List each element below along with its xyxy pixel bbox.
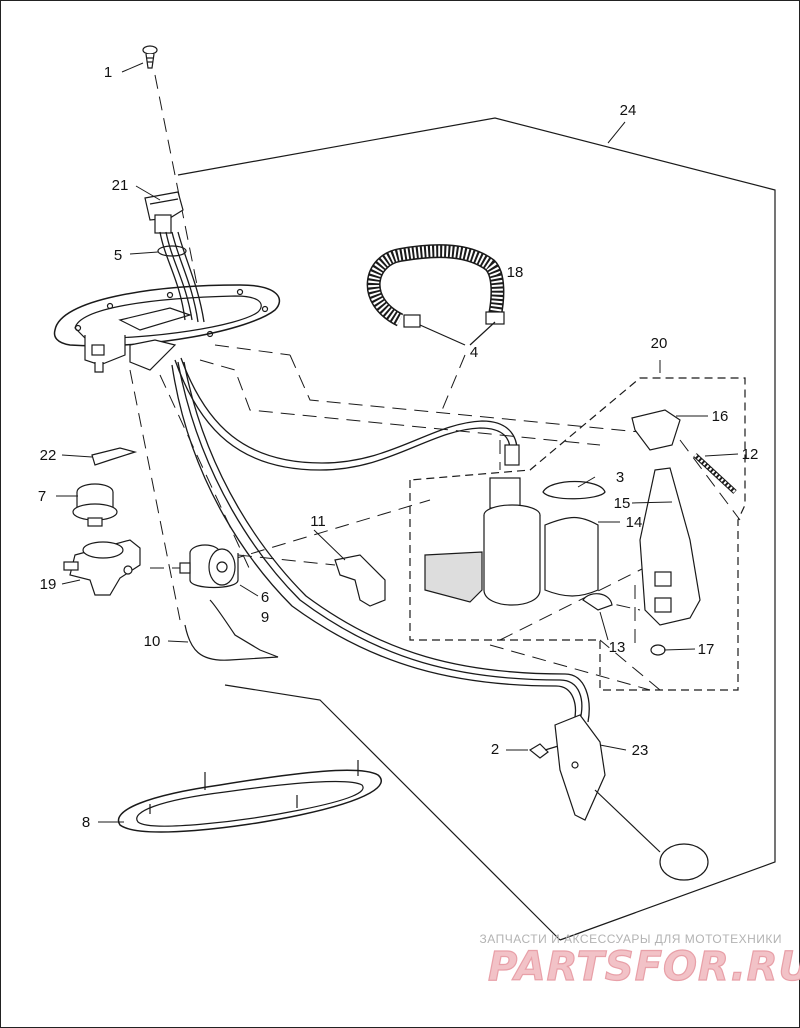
part-17-nut (650, 644, 666, 656)
part-23-fuel-sender (554, 714, 709, 881)
group-20-box (409, 377, 746, 691)
callout-5: 5 (114, 247, 122, 264)
part-22-clip (91, 447, 138, 466)
part-13-float-arm (582, 593, 613, 611)
part-14-sleeve (544, 516, 599, 597)
part-1-screw (142, 45, 158, 69)
part-16-connector (631, 409, 681, 451)
callout-10: 10 (144, 633, 161, 650)
fuel-lines (171, 357, 590, 723)
callout-13: 13 (609, 639, 626, 656)
callout-15: 15 (614, 495, 631, 512)
callout-21: 21 (112, 177, 129, 194)
callout-3: 3 (616, 469, 624, 486)
part-6-filter (179, 544, 239, 589)
callout-6: 6 (261, 589, 269, 606)
callout-22: 22 (40, 447, 57, 464)
part-21-connector (144, 191, 184, 234)
callout-20: 20 (651, 335, 668, 352)
callout-11: 11 (310, 513, 326, 530)
assembly-24-outline (177, 117, 776, 941)
callout-leaders (56, 62, 739, 823)
callout-8: 8 (82, 814, 90, 831)
callout-14: 14 (626, 514, 643, 531)
part-10-wire (184, 599, 279, 661)
part-7-pressure-regulator (72, 483, 118, 527)
watermark-logo-text: PARTSFOR.RU (487, 943, 800, 990)
callout-17: 17 (698, 641, 715, 658)
watermark-logo: PARTSFOR.RU (487, 943, 800, 990)
callout-16: 16 (712, 408, 729, 425)
callout-19: 19 (40, 576, 57, 593)
wire-harness (159, 231, 205, 323)
callout-labels: 1 2 3 4 5 6 7 8 9 10 11 12 13 14 15 16 1… (38, 64, 759, 831)
callout-2: 2 (491, 741, 499, 758)
callout-23: 23 (632, 742, 649, 759)
part-8-gasket (117, 760, 382, 833)
callout-18: 18 (507, 264, 524, 281)
callout-7: 7 (38, 488, 46, 505)
callout-12: 12 (742, 446, 759, 463)
fuel-pump (424, 444, 541, 606)
watermark-caption: ЗАПЧАСТИ И АКСЕССУАРЫ ДЛЯ МОТОТЕХНИКИ (479, 932, 782, 946)
callout-4: 4 (470, 344, 478, 361)
callout-1: 1 (104, 64, 112, 81)
part-12-spring (693, 453, 737, 494)
pump-flange (53, 284, 281, 373)
part-19-regulator-housing (63, 539, 141, 596)
callout-24: 24 (620, 102, 637, 119)
part-11-bracket (334, 554, 386, 607)
callout-9: 9 (261, 609, 269, 626)
part-18-corrugated-hose (366, 244, 505, 328)
part-15-level-bracket (639, 467, 701, 626)
part-3-band-clamp (542, 481, 606, 500)
part-4-clamp-leaders (419, 321, 496, 346)
